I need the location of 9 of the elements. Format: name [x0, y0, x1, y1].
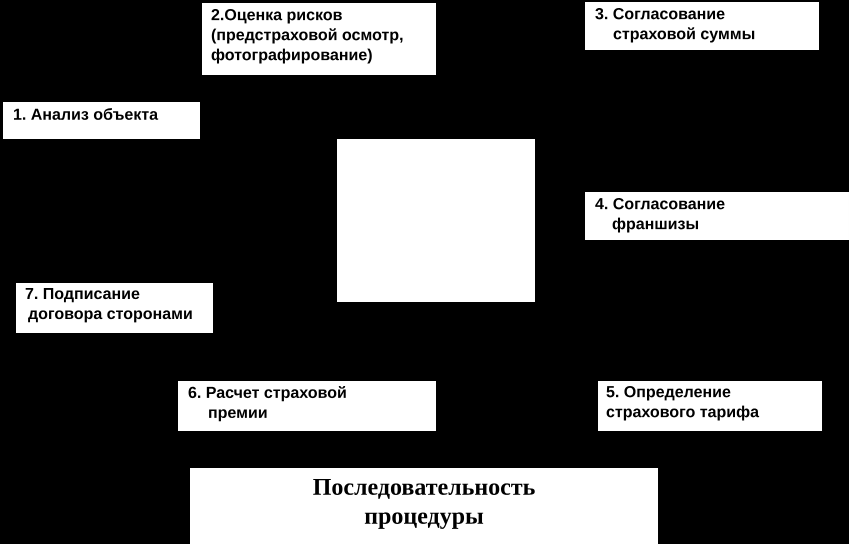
process-box: 1. Анализ объекта	[3, 102, 200, 139]
process-box: 3. Согласование страховой суммы	[585, 2, 819, 50]
process-box: 5. Определение страхового тарифа	[598, 381, 822, 431]
blank-box	[337, 139, 535, 302]
process-box: 4. Согласование франшизы	[585, 192, 849, 240]
process-box: 6. Расчет страховой премии	[178, 381, 436, 431]
process-box: 2.Оценка рисков (предстраховой осмотр, фотографирование)	[202, 3, 436, 75]
title-box: Последовательность процедуры	[190, 468, 658, 544]
process-box: 7. Подписание договора сторонами	[16, 283, 213, 333]
